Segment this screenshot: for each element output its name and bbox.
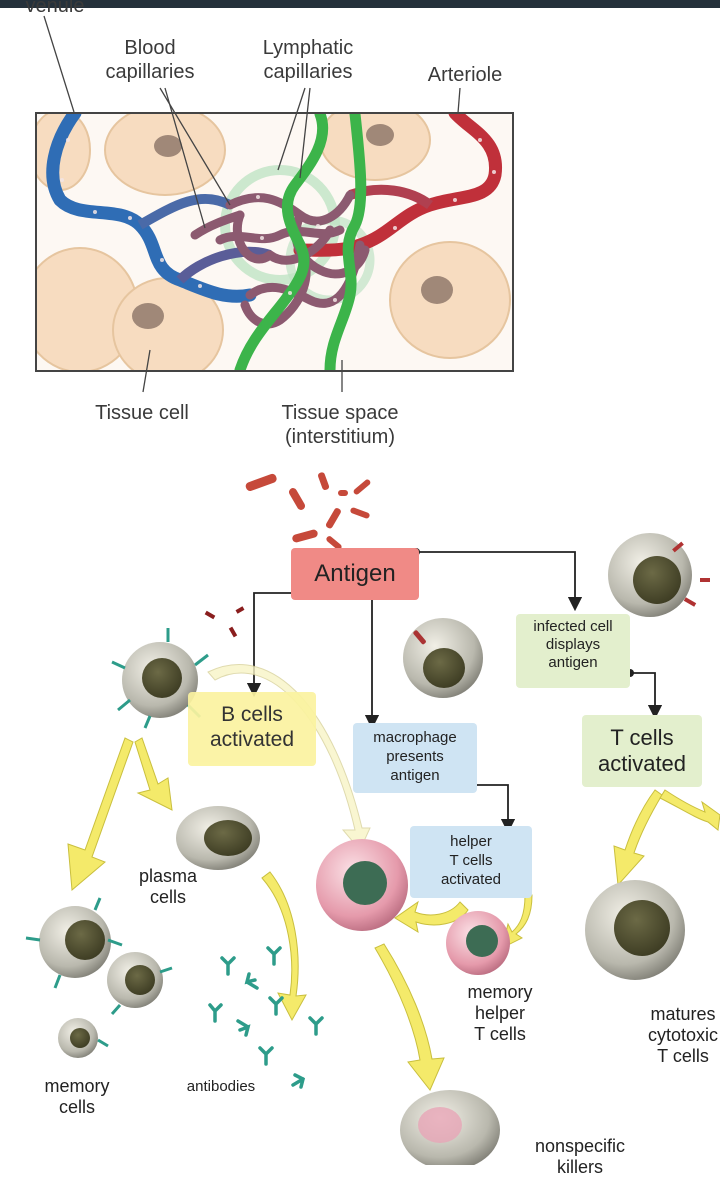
label-plasma-cells: plasma cells <box>118 866 218 908</box>
label-venule: venule <box>25 0 85 17</box>
label-line: T cells <box>474 1024 526 1044</box>
label-line: nonspecific <box>534 1136 626 1156</box>
label-line: cytotoxic <box>647 1025 719 1045</box>
label-line: infected cell <box>533 618 613 635</box>
label-line: killers <box>556 1157 603 1177</box>
label-cytotoxic: matures cytotoxic T cells <box>628 1004 720 1067</box>
label-memory-cells: memory cells <box>22 1076 132 1118</box>
nucleus <box>154 135 182 157</box>
label-line: (interstitium) <box>284 426 395 448</box>
top-status-bar <box>0 0 720 8</box>
label-line: Blood <box>124 37 176 59</box>
label-line: antigen <box>548 654 598 671</box>
label-line: Lymphatic <box>262 37 354 59</box>
macrophage-box: macrophage presents antigen <box>353 723 477 793</box>
antigen-box: Antigen <box>291 548 419 600</box>
label-line: helper <box>474 1003 526 1023</box>
b-cells-activated-box: B cells activated <box>188 692 316 766</box>
lymphatic-vessel <box>234 114 329 370</box>
label-tissue-cell: Tissue cell <box>95 402 189 424</box>
label-line: B cells <box>221 703 283 726</box>
label-arteriole: Arteriole <box>427 64 503 86</box>
nucleus <box>132 303 164 329</box>
yellow-arrows <box>67 737 720 1091</box>
label-lymphatic-capillaries: Lymphatic capillaries <box>240 36 376 84</box>
label-antibodies: antibodies <box>186 1078 256 1095</box>
label-memory-helper: memory helper T cells <box>440 982 560 1045</box>
leader-lines <box>43 15 461 393</box>
label-line: macrophage <box>373 729 457 746</box>
label-line: cells <box>58 1097 95 1117</box>
label-line: activated <box>440 871 502 888</box>
helper-t-cells-box: helper T cells activated <box>410 826 532 898</box>
label-line: T cells <box>657 1046 709 1066</box>
antigen-particles <box>245 472 371 550</box>
label-line: activated <box>209 728 295 751</box>
t-cells-activated-box: T cells activated <box>582 715 702 787</box>
label-blood-capillaries: Blood capillaries <box>88 36 212 84</box>
label-line: T cells <box>449 852 493 869</box>
label-line: displays <box>545 636 601 653</box>
nucleus <box>421 276 453 304</box>
tissue-cells <box>37 114 511 370</box>
label-line: antigen <box>390 767 440 784</box>
label-line: helper <box>450 833 492 850</box>
label-line: cells <box>149 887 186 907</box>
label-line: capillaries <box>105 61 195 83</box>
label-nonspecific: nonspecific killers <box>510 1136 650 1178</box>
label-line: capillaries <box>263 61 353 83</box>
label-line: memory <box>467 982 533 1002</box>
venule-vessel <box>46 114 257 303</box>
label-line: activated <box>597 751 687 776</box>
infected-cell-box: infected cell displays antigen <box>516 614 630 688</box>
cells <box>25 533 710 1165</box>
tissue-cell <box>389 241 511 359</box>
nucleus <box>366 124 394 146</box>
label-line: Tissue space <box>281 402 399 424</box>
label-line: presents <box>386 748 444 765</box>
faint-arrow <box>207 664 371 851</box>
label-line: plasma <box>138 866 198 886</box>
capillary-bed-diagram <box>35 15 514 393</box>
label-line: memory <box>44 1076 110 1096</box>
label-line: matures <box>650 1004 716 1024</box>
label-line: T cells <box>610 725 674 750</box>
antibodies <box>208 946 324 1089</box>
label-tissue-space: Tissue space (interstitium) <box>250 401 430 449</box>
